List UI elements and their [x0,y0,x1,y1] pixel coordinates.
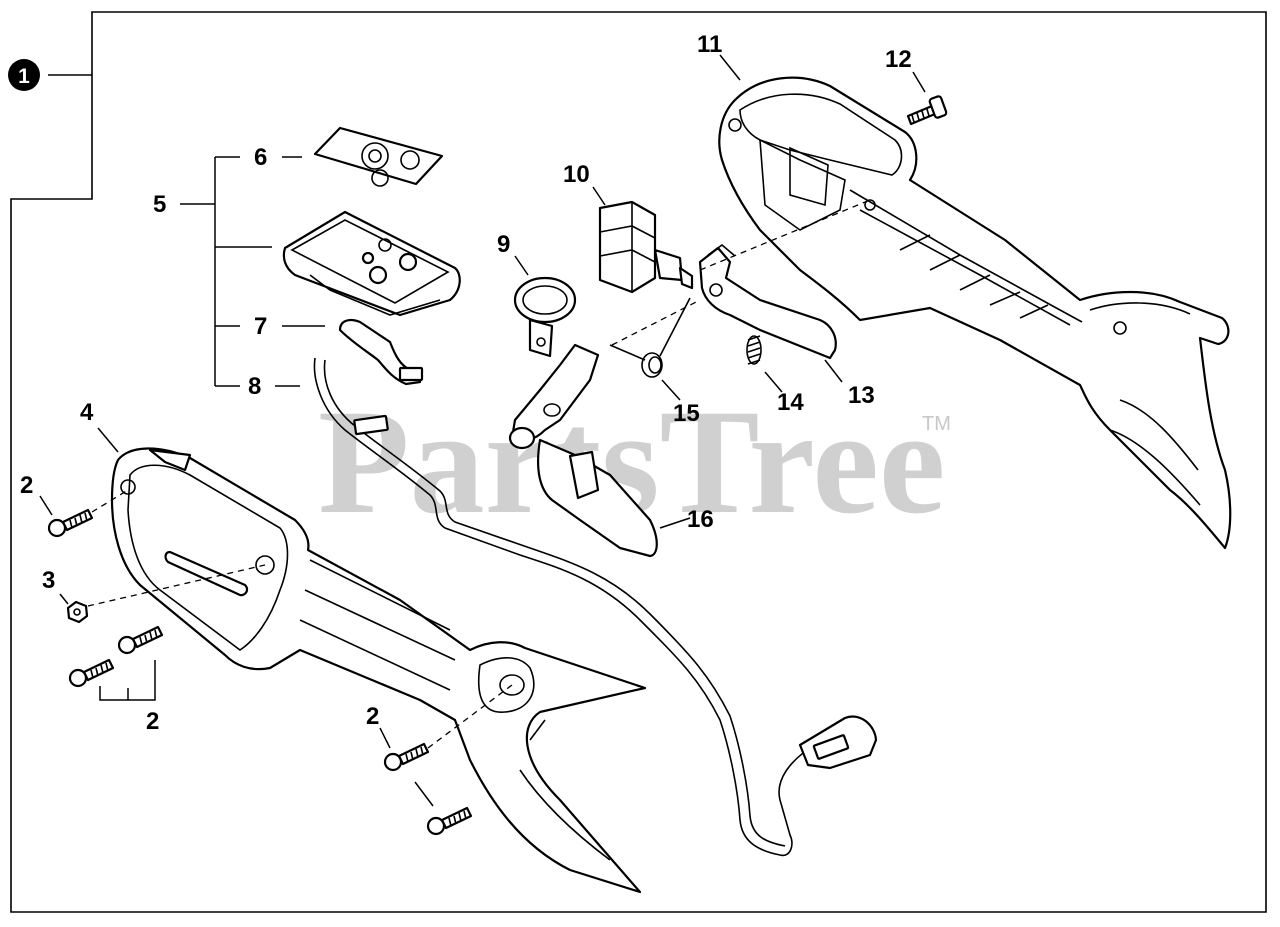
callout-2-bottom-left: 2 [146,708,159,735]
assembly-line [91,489,129,513]
callout-8: 8 [248,373,261,400]
watermark-trademark: TM [922,413,951,435]
callout-5: 5 [153,191,166,218]
callout-12: 12 [885,46,912,73]
part-13-trigger[interactable] [698,243,837,360]
part-2-screw-b[interactable] [117,625,164,655]
part-4-handle-housing[interactable] [110,447,647,894]
assembly-marker[interactable]: 1 [8,59,40,91]
part-15-torsion-spring[interactable] [609,297,691,378]
part-12-screw[interactable] [906,95,948,126]
part-6-switch-label[interactable] [313,126,444,187]
part-7-wire-harness[interactable] [338,319,424,386]
part-2-screw-e[interactable] [426,806,473,836]
assembly-line [699,199,871,271]
callout-6: 6 [254,144,267,171]
callout-15: 15 [673,400,700,427]
diagram-frame [10,11,1267,913]
part-2-screw-d[interactable] [383,742,430,772]
callout-9: 9 [497,231,510,258]
callout-4: 4 [80,399,94,426]
callout-7: 7 [254,313,267,340]
part-16-lock-lever[interactable] [508,343,658,558]
part-14-spring[interactable] [746,335,762,365]
part-2-screw-a[interactable] [47,508,94,538]
part-8-long-harness[interactable] [313,357,878,857]
callout-11: 11 [697,31,722,58]
callout-10: 10 [563,161,590,188]
callout-2-bottom-center: 2 [366,703,379,730]
group-5-bracket [180,156,272,387]
callout-16: 16 [687,506,714,533]
callout-3: 3 [42,567,55,594]
assembly-line [611,299,701,346]
part-2-screw-c[interactable] [68,658,115,688]
callout-14: 14 [777,389,804,416]
part-10-switch[interactable] [598,200,694,294]
callout-13: 13 [848,382,875,409]
svg-text:1: 1 [18,65,30,88]
part-11-handle-housing[interactable] [718,76,1232,550]
part-5-switch-panel[interactable] [282,210,461,317]
part-3-nut[interactable] [66,600,89,624]
assembly-line [87,564,266,607]
part-9-clamp[interactable] [513,276,577,358]
callout-2-top-left: 2 [20,472,33,499]
